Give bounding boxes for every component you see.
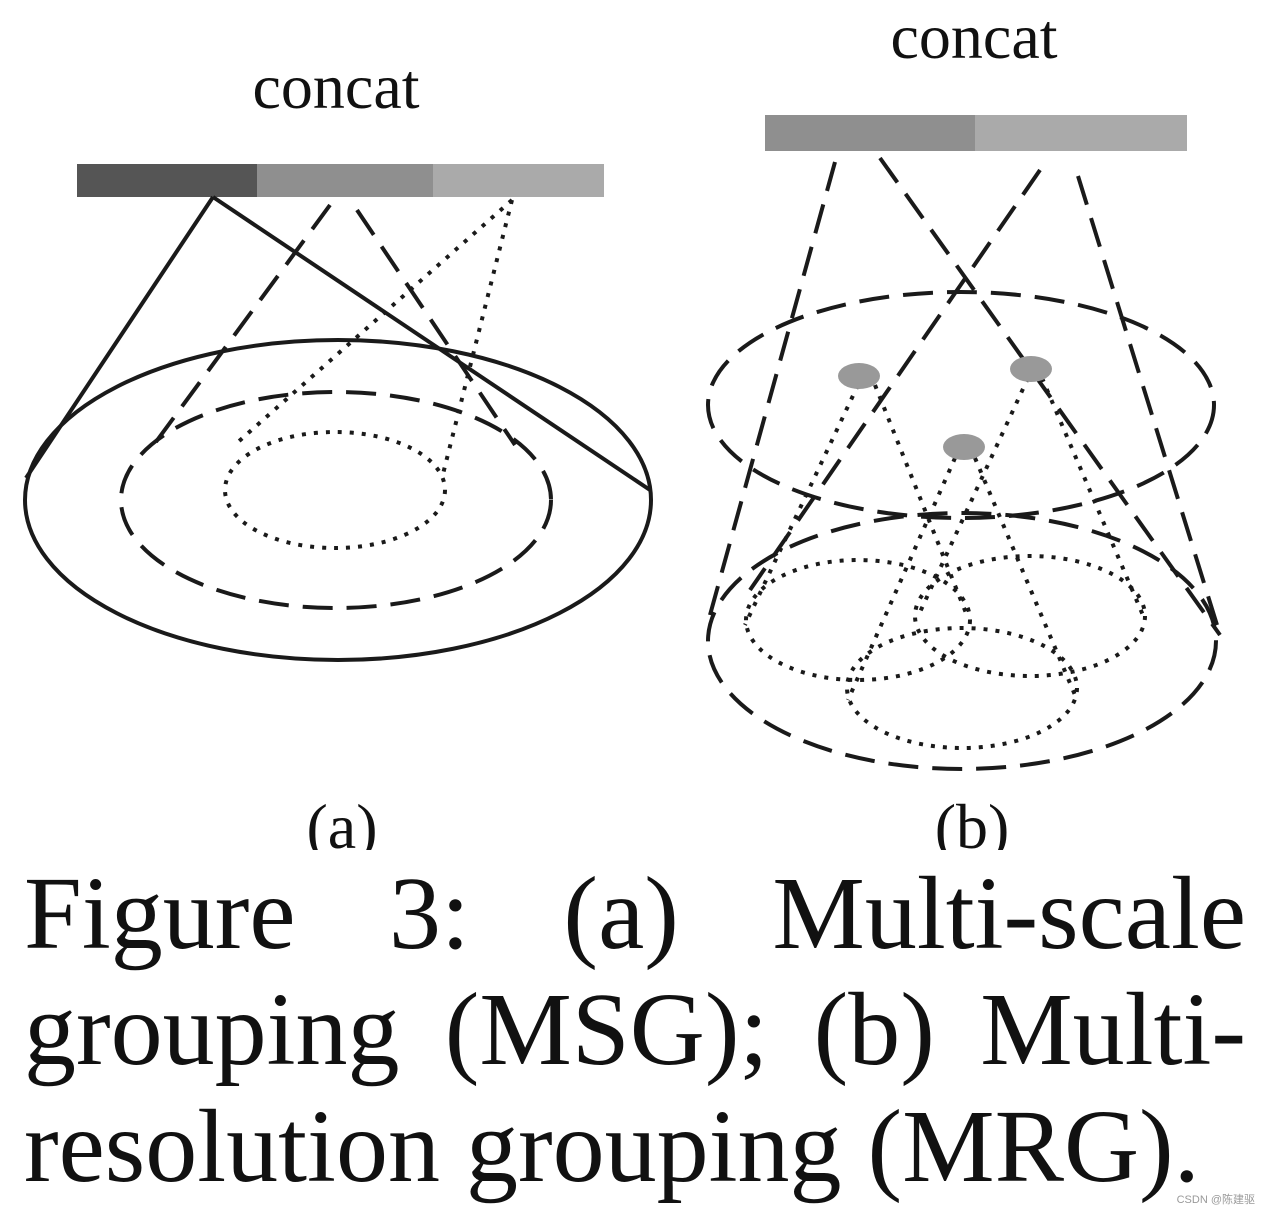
- point-line-2b: [1040, 377, 1147, 621]
- cone-line-small-right: [440, 199, 514, 479]
- feature-segment-a1: [77, 164, 257, 197]
- upper-region-ball: [706, 290, 1216, 520]
- panel-a: concat (a): [23, 51, 653, 850]
- cone-line-upper-right: [1076, 175, 1219, 626]
- watermark: CSDN @陈建驱: [1176, 1194, 1255, 1206]
- cone-line-large-left: [24, 195, 215, 480]
- concat-label-a: concat: [253, 51, 420, 122]
- cone-line-lower-right: [878, 156, 1222, 637]
- point-line-1a: [743, 384, 860, 626]
- cone-line-medium-left: [148, 203, 332, 452]
- panel-b: concat (b): [706, 1, 1222, 850]
- point-line-1b: [873, 384, 970, 619]
- cone-line-small-left: [236, 198, 514, 444]
- feature-segment-b1: [765, 115, 975, 151]
- point-line-3b: [973, 457, 1077, 696]
- subregion-ball-left: [744, 558, 972, 682]
- cone-line-lower-left: [708, 161, 837, 616]
- point-line-2a: [918, 377, 1030, 613]
- sublabel-b: (b): [935, 791, 1010, 850]
- feature-segment-a2: [257, 164, 433, 197]
- subregion-ball-right: [913, 554, 1147, 678]
- small-scale-ball: [223, 430, 447, 550]
- feature-segment-b2: [975, 115, 1187, 151]
- centroid-point-2: [1010, 356, 1052, 382]
- concat-label-b: concat: [891, 1, 1058, 72]
- cone-line-large-right: [211, 195, 652, 492]
- medium-scale-ball: [119, 390, 553, 610]
- sublabel-a: (a): [306, 791, 377, 850]
- feature-segment-a3: [433, 164, 604, 197]
- figure-caption: Figure 3: (a) Multi-scale grouping (MSG)…: [24, 856, 1246, 1204]
- cone-line-medium-right: [355, 208, 517, 447]
- centroid-point-3: [943, 434, 985, 460]
- point-line-3a: [846, 457, 957, 701]
- cone-line-upper-left: [748, 168, 1042, 592]
- large-scale-ball: [23, 338, 653, 662]
- figure-diagram: concat (a) concat: [23, 1, 1222, 850]
- centroid-point-1: [838, 363, 880, 389]
- subregion-ball-bottom: [845, 626, 1079, 750]
- lower-region-ball: [706, 511, 1218, 771]
